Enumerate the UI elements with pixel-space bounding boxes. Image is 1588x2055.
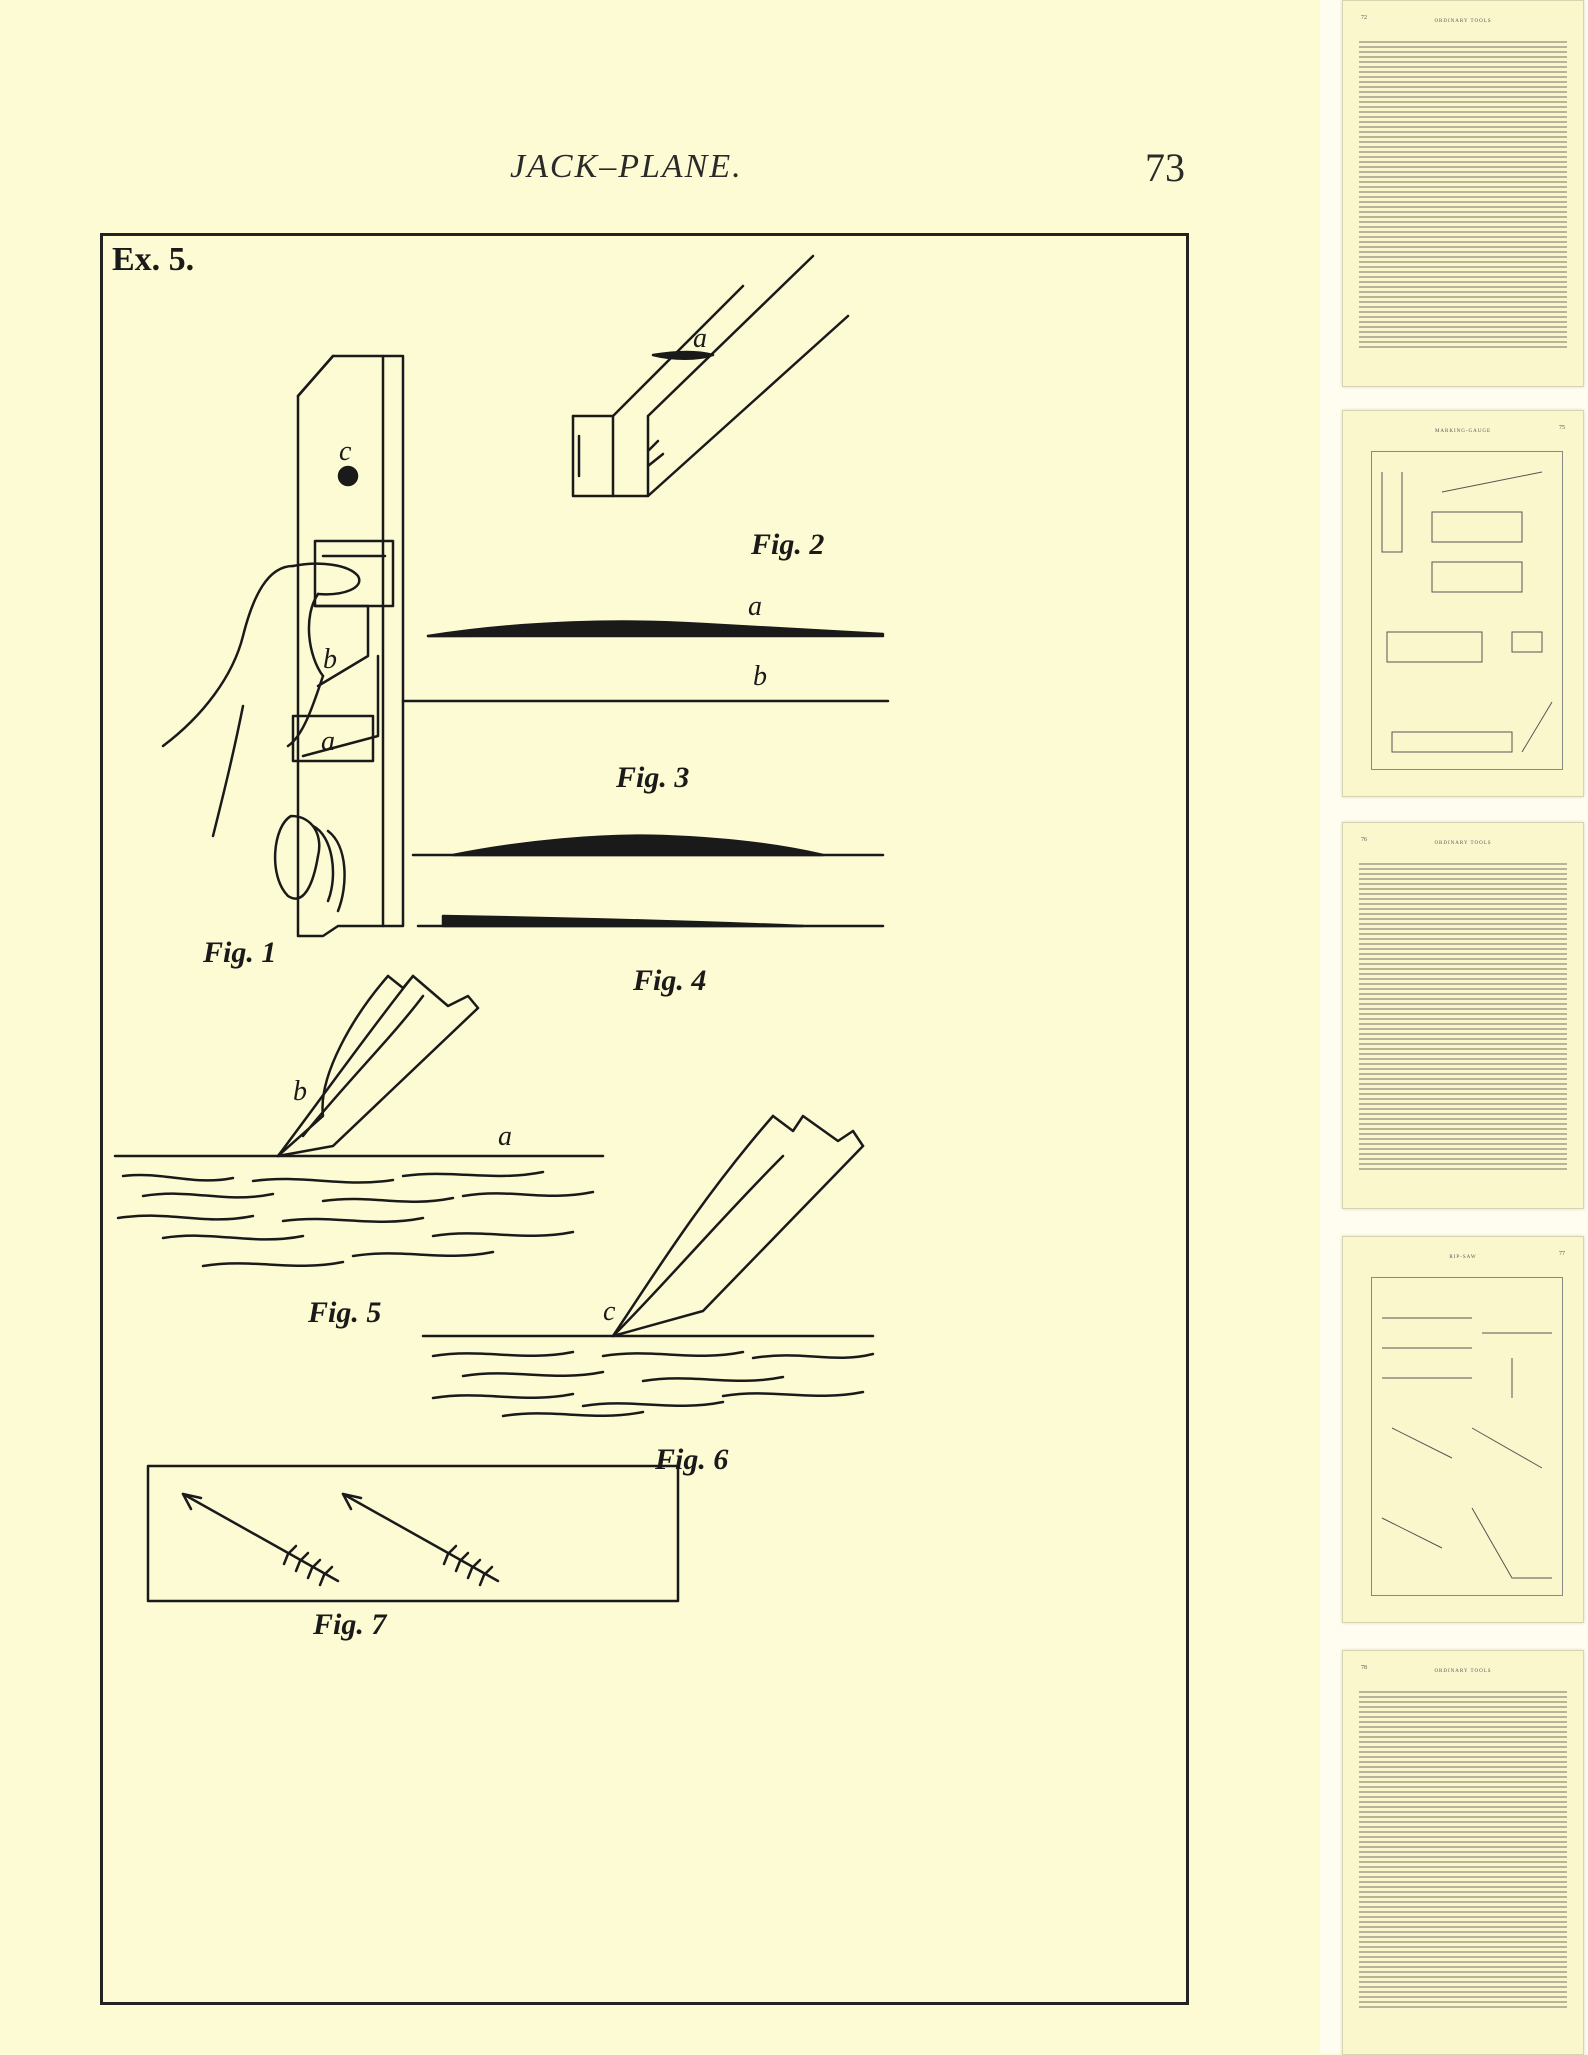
- fig3-edge-drawing: [401, 620, 890, 703]
- thumb-page-number: 78: [1361, 1665, 1367, 1671]
- fig6-caption: Fig. 6: [655, 1443, 729, 1476]
- thumb-plate-sketch: [1381, 471, 1553, 753]
- thumb-text-block: [1359, 41, 1567, 351]
- thumb-plate-frame: [1371, 1277, 1563, 1596]
- thumb-text-block: [1359, 863, 1567, 1173]
- illustration-plate: c b a a a b b a c Fig. 1 Fig. 2 Fig. 3 F…: [100, 233, 1189, 2005]
- fig5-cutting-drawing: [113, 974, 605, 1268]
- thumbnail-page-77[interactable]: RIP-SAW 77: [1342, 1236, 1584, 1623]
- thumb-page-number: 75: [1559, 425, 1565, 431]
- thumb-heading: ORDINARY TOOLS: [1434, 19, 1492, 24]
- fig5-letter-a: a: [498, 1121, 512, 1152]
- fig1-plane-drawing: [161, 354, 405, 938]
- fig3-caption: Fig. 3: [616, 761, 690, 794]
- fig7-caption: Fig. 7: [313, 1608, 387, 1641]
- thumb-heading: ORDINARY TOOLS: [1434, 1669, 1492, 1674]
- thumb-plate-sketch: [1381, 1317, 1552, 1579]
- thumb-plate-frame: [1371, 451, 1563, 770]
- plate-drawings: [113, 254, 890, 1603]
- page-number: 73: [1145, 145, 1185, 190]
- fig1-caption: Fig. 1: [203, 936, 277, 969]
- thumb-heading: RIP-SAW: [1449, 1255, 1477, 1260]
- exercise-label: Ex. 5.: [112, 241, 195, 278]
- book-page: JACK–PLANE. 73 Ex. 5.: [100, 145, 1189, 2005]
- thumbnail-page-78[interactable]: 78 ORDINARY TOOLS: [1342, 1650, 1584, 2055]
- thumb-text-block: [1359, 1691, 1567, 2011]
- thumbnail-page-72[interactable]: 72 ORDINARY TOOLS: [1342, 0, 1584, 387]
- fig3-letter-b: b: [753, 661, 767, 692]
- thumbnail-page-75[interactable]: MARKING-GAUGE 75: [1342, 410, 1584, 797]
- fig6-letter-c: c: [603, 1296, 616, 1327]
- thumbnail-page-76[interactable]: 76 ORDINARY TOOLS: [1342, 822, 1584, 1209]
- thumb-page-number: 72: [1361, 15, 1367, 21]
- fig2-board-drawing: [571, 254, 850, 498]
- thumb-page-number: 76: [1361, 837, 1367, 843]
- running-title: JACK–PLANE.: [510, 148, 743, 185]
- thumbnail-sidebar: 72 ORDINARY TOOLS MARKING-GAUGE 75: [1320, 0, 1588, 2055]
- fig4-edge-drawing: [411, 834, 885, 928]
- fig1-letter-b: b: [323, 644, 337, 675]
- fig5-letter-b: b: [293, 1076, 307, 1107]
- fig3-letter-a: a: [748, 591, 762, 622]
- fig1-letter-a: a: [321, 726, 335, 757]
- thumb-page-number: 77: [1559, 1251, 1565, 1257]
- fig6-cutting-drawing: [421, 1114, 875, 1418]
- fig4-caption: Fig. 4: [633, 964, 707, 997]
- thumb-heading: ORDINARY TOOLS: [1434, 841, 1492, 846]
- thumb-heading: MARKING-GAUGE: [1434, 429, 1492, 434]
- fig2-caption: Fig. 2: [751, 528, 825, 561]
- fig2-letter-a: a: [693, 323, 707, 354]
- fig5-caption: Fig. 5: [308, 1296, 382, 1329]
- fig1-letter-c: c: [339, 436, 352, 467]
- fig7-arrows-drawing: [146, 1464, 680, 1603]
